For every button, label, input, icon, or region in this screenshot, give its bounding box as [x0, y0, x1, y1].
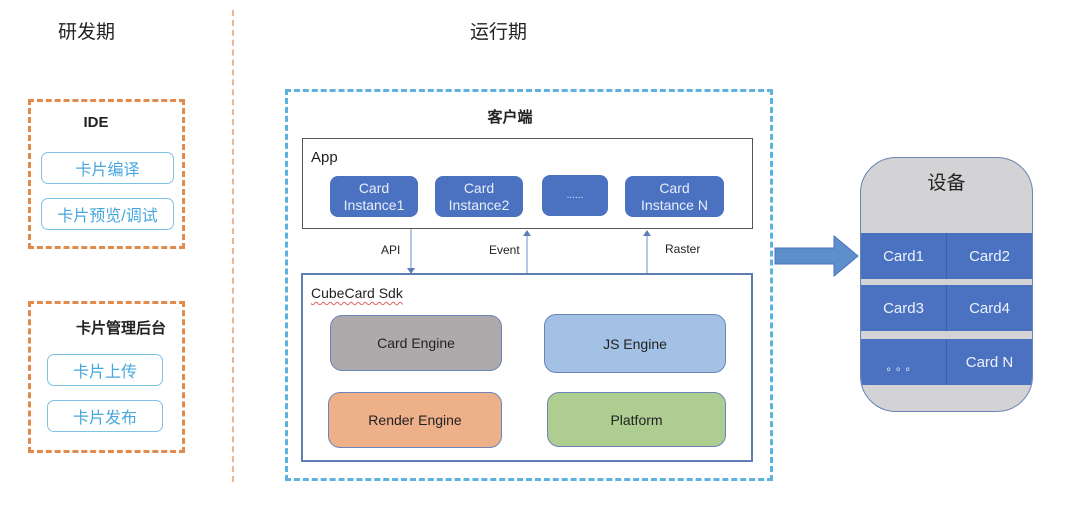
device-card-more[interactable]: 。。。	[861, 339, 947, 385]
api-arrow	[407, 229, 415, 274]
ide-group: IDE 卡片编译 卡片预览/调试	[28, 99, 185, 249]
dev-phase-heading: 研发期	[58, 22, 116, 43]
device-row: 。。。 Card N	[861, 339, 1032, 385]
compile-card-button[interactable]: 卡片编译	[41, 152, 174, 184]
device-card-n[interactable]: Card N	[947, 339, 1032, 385]
device-card-1[interactable]: Card1	[861, 233, 947, 279]
device: 设备 Card1 Card2 Card3 Card4 。。。 Card N	[860, 157, 1033, 412]
runtime-phase-heading: 运行期	[470, 22, 528, 43]
instance-line1: Card	[358, 179, 390, 196]
device-card-4[interactable]: Card4	[947, 285, 1032, 331]
js-engine-block[interactable]: JS Engine	[544, 314, 726, 373]
admin-title: 卡片管理后台	[75, 320, 166, 337]
client-title: 客户端	[487, 109, 533, 126]
device-card-2[interactable]: Card2	[947, 233, 1032, 279]
client-group	[285, 89, 773, 481]
instance-line1: Card	[659, 179, 690, 196]
api-label: API	[381, 243, 401, 257]
platform-block[interactable]: Platform	[547, 392, 726, 447]
device-title: 设备	[927, 173, 966, 194]
device-card-3[interactable]: Card3	[861, 285, 947, 331]
app-label: App	[311, 149, 338, 166]
instance-line2: Instance1	[343, 196, 405, 213]
raster-arrow	[643, 230, 651, 274]
card-instance-more[interactable]: ......	[542, 175, 608, 216]
instance-line2: Instance2	[448, 196, 510, 213]
upload-card-button[interactable]: 卡片上传	[47, 354, 163, 386]
client-to-device-arrow	[774, 234, 859, 278]
card-engine-block[interactable]: Card Engine	[330, 315, 502, 371]
instance-line1: Card	[463, 179, 495, 196]
ide-title: IDE	[83, 114, 109, 131]
event-arrow	[523, 230, 531, 274]
admin-group: 卡片管理后台 卡片上传 卡片发布	[28, 301, 185, 453]
phase-divider	[232, 10, 234, 482]
app-sdk-arrows	[407, 229, 651, 274]
publish-card-button[interactable]: 卡片发布	[47, 400, 163, 432]
device-row: Card1 Card2	[861, 233, 1032, 279]
raster-label: Raster	[665, 242, 701, 256]
preview-debug-card-button[interactable]: 卡片预览/调试	[41, 198, 174, 230]
sdk-label: CubeCard Sdk	[311, 285, 403, 301]
device-row: Card3 Card4	[861, 285, 1032, 331]
instance-line2: Instance N	[641, 196, 708, 213]
instance-ellipsis: ......	[566, 190, 584, 201]
render-engine-block[interactable]: Render Engine	[328, 392, 502, 448]
event-label: Event	[489, 243, 520, 257]
